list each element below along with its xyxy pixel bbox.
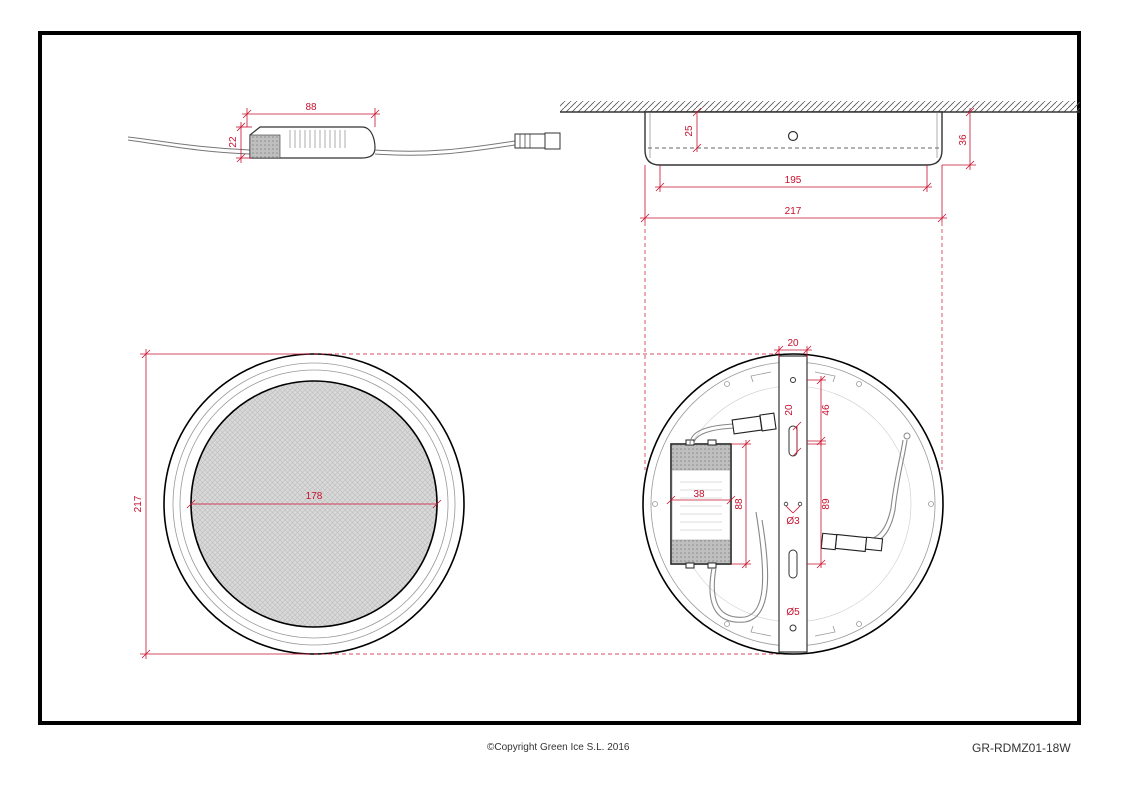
driver-heat-fins xyxy=(289,130,346,148)
fixture-back-view: 20 20 46 89 38 xyxy=(642,338,944,655)
fixture-screw-hole xyxy=(787,130,799,142)
dim-slot-length xyxy=(792,421,802,457)
dim-bracket-width-label: 20 xyxy=(787,338,799,349)
dim-diffuser-diameter xyxy=(186,499,442,509)
dim-inner-height-label: 25 xyxy=(684,125,695,137)
fixture-body xyxy=(644,111,943,166)
dim-inner-width xyxy=(655,165,932,192)
dim-driver-width-back xyxy=(666,495,736,505)
dim-total-height-label: 36 xyxy=(958,134,969,146)
dim-driver-width-back-label: 38 xyxy=(693,489,705,500)
dim-driver-width-label: 88 xyxy=(305,102,317,113)
dim-slot-spacing xyxy=(807,440,826,569)
dim-driver-length-back-label: 88 xyxy=(734,498,745,510)
sheet-frame xyxy=(38,31,1081,725)
driver-body xyxy=(249,126,376,159)
mounting-tabs xyxy=(652,371,934,637)
copyright-text: ©Copyright Green Ice S.L. 2016 xyxy=(487,742,630,753)
dim-inner-width-label: 195 xyxy=(785,175,802,186)
back-connector-right xyxy=(820,532,884,553)
dim-front-diameter xyxy=(140,349,310,659)
dim-driver-width xyxy=(242,108,380,127)
mounting-bracket xyxy=(778,355,808,653)
driver-input-cable xyxy=(127,136,251,151)
dim-diffuser-diameter-label: 178 xyxy=(306,491,323,502)
driver-output-cable xyxy=(374,140,516,152)
dim-outer-width xyxy=(640,165,947,223)
ceiling-hatch xyxy=(560,101,1080,112)
dim-outer-width-label: 217 xyxy=(785,206,802,217)
dim-driver-height-label: 22 xyxy=(228,136,239,148)
dim-total-height xyxy=(942,107,976,170)
dim-front-diameter-label: 217 xyxy=(133,495,144,512)
dim-bracket-width xyxy=(774,345,812,358)
dim-small-hole xyxy=(785,505,801,514)
dim-driver-length-back xyxy=(731,439,751,569)
dim-inner-height xyxy=(692,107,702,153)
fixture-side-view: 25 36 195 217 xyxy=(560,101,1080,470)
back-connector-top xyxy=(731,412,777,435)
dim-slot-spacing-label: 89 xyxy=(821,498,832,510)
bracket-slot-bottom xyxy=(788,549,798,579)
dim-slot-length-label: 20 xyxy=(784,404,795,416)
driver-side-view: 88 22 xyxy=(127,102,561,163)
dim-driver-height xyxy=(236,122,252,163)
model-code: GR-RDMZ01-18W xyxy=(972,741,1071,755)
back-driver xyxy=(670,439,732,569)
dim-slot-offset-label: 46 xyxy=(821,404,832,416)
dim-large-hole-label: Ø5 xyxy=(786,607,800,618)
dim-small-hole-label: Ø3 xyxy=(786,516,800,527)
fixture-front-view: 217 178 xyxy=(133,349,793,659)
